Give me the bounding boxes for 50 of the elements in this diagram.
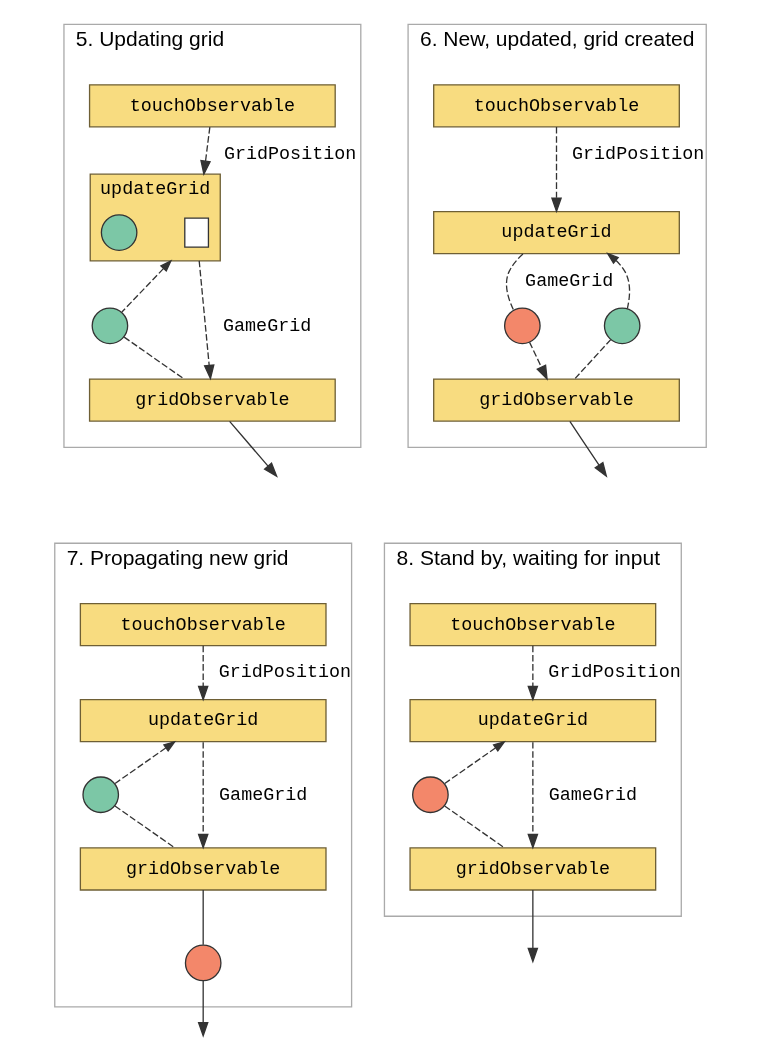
- arrow: [527, 889, 539, 964]
- connector: [574, 338, 612, 380]
- node-box: gridObservable: [409, 847, 657, 891]
- node-circle: [184, 944, 222, 982]
- arrow: [527, 645, 539, 702]
- node-box: updateGrid: [433, 210, 680, 255]
- arrow: [527, 741, 539, 850]
- connector: [444, 805, 506, 849]
- node-circle: [603, 307, 641, 345]
- edge-label: GridPosition: [572, 143, 705, 165]
- node-box: updateGrid: [79, 698, 327, 743]
- edge-label: GridPosition: [223, 143, 357, 165]
- node-box: gridObservable: [88, 378, 336, 422]
- node-circle: [91, 307, 129, 345]
- arrow: [551, 126, 563, 214]
- node-box: touchObservable: [88, 84, 336, 128]
- arrow: [606, 252, 631, 310]
- edge-label: GameGrid: [219, 784, 308, 806]
- cluster: updateGrid: [89, 173, 221, 262]
- connector: [505, 253, 524, 311]
- node-box: gridObservable: [79, 847, 327, 891]
- arrow: [197, 980, 209, 1038]
- edge-label: GameGrid: [525, 271, 614, 293]
- edge-label: GameGrid: [223, 315, 312, 337]
- node-box: touchObservable: [433, 84, 680, 128]
- arrow: [200, 126, 212, 177]
- node-circle: [82, 776, 120, 814]
- node-box: touchObservable: [79, 603, 327, 647]
- connector: [202, 889, 204, 946]
- node-circle: [503, 307, 541, 345]
- edge-label: GameGrid: [548, 784, 637, 806]
- arrow: [114, 740, 177, 785]
- arrow: [569, 420, 608, 478]
- arrow: [528, 341, 548, 381]
- arrow: [197, 645, 209, 702]
- connector: [123, 336, 185, 380]
- node-box: gridObservable: [433, 378, 680, 422]
- arrow: [197, 741, 209, 850]
- node-box: updateGrid: [409, 698, 657, 743]
- node-circle: [100, 214, 138, 251]
- arrow: [121, 259, 173, 313]
- node-circle: [412, 776, 449, 814]
- node-box: touchObservable: [409, 603, 657, 647]
- arrow: [198, 260, 215, 381]
- edge-label: GridPosition: [548, 662, 681, 684]
- arrow: [444, 740, 506, 785]
- arrow: [228, 420, 278, 478]
- connector: [114, 805, 176, 849]
- node-box: [184, 217, 210, 248]
- edge-label: GridPosition: [218, 662, 352, 684]
